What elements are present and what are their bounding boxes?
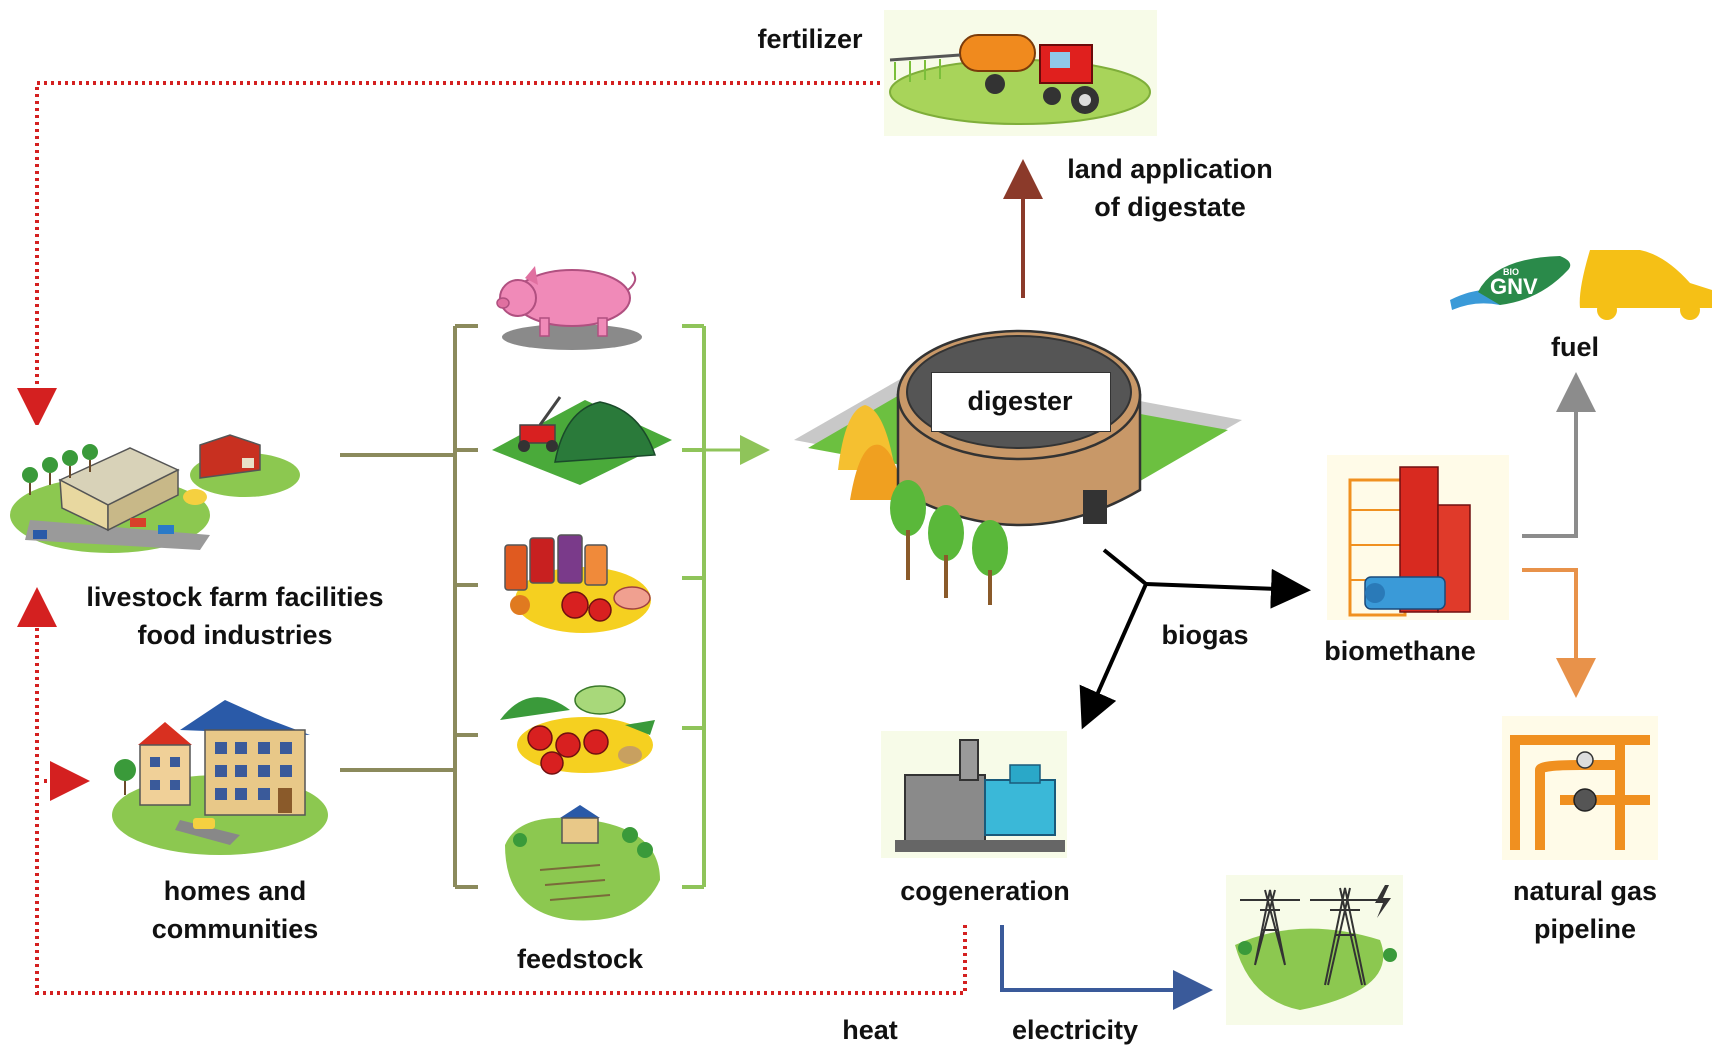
vegetables-icon [500, 685, 655, 775]
fertilizer-return-dotted-line [17, 81, 880, 428]
homes-communities-icon [110, 695, 330, 861]
land-application-line2: of digestate [1094, 192, 1246, 222]
pig-icon [496, 266, 642, 350]
feedstock-label: feedstock [516, 944, 644, 974]
natural-gas-line1: natural gas [1512, 876, 1658, 906]
biogas-label: biogas [1161, 620, 1249, 650]
livestock-line1: livestock farm facilities [86, 582, 384, 612]
fuel-label: fuel [1550, 332, 1599, 362]
biomethane-label: biomethane [1324, 636, 1476, 666]
land-application-label: land application of digestate [1050, 150, 1290, 226]
land-application-line1: land application [1067, 154, 1273, 184]
cogeneration-engine-icon [881, 731, 1067, 858]
bio-gnv-car-icon [1450, 240, 1712, 322]
electricity-label: electricity [1011, 1015, 1139, 1045]
gnv-badge-small-text: BIO [1503, 267, 1519, 277]
feedstock-right-bracket [682, 324, 706, 889]
food-waste-jars-icon [504, 534, 651, 633]
power-pylon-icon [1226, 875, 1403, 1025]
homes-line1: homes and [163, 876, 307, 906]
tractor-sprayer-icon [884, 10, 1157, 136]
electricity-arrow [1000, 925, 1213, 1010]
natural-gas-line2: pipeline [1533, 914, 1636, 944]
home-septic-icon [505, 805, 660, 921]
cogeneration-label: cogeneration [900, 876, 1070, 906]
heat-return-dotted-line [16, 587, 967, 995]
feedstock-left-bracket [453, 324, 478, 889]
gnv-badge-text: GNV [1490, 274, 1538, 299]
pipeline-arrow [1522, 568, 1596, 698]
digester-label-box [931, 372, 1111, 432]
homes-communities-label: homes and communities [115, 872, 355, 948]
biomethane-plant-icon [1327, 455, 1509, 620]
homes-line2: communities [151, 914, 319, 944]
fuel-arrow [1522, 372, 1596, 538]
livestock-line2: food industries [137, 620, 333, 650]
heat-label: heat [842, 1015, 898, 1045]
lawn-clippings-icon [488, 392, 678, 485]
fertilizer-label: fertilizer [757, 24, 863, 54]
livestock-food-industries-label: livestock farm facilities food industrie… [60, 578, 410, 654]
digester-label: digester [967, 386, 1073, 416]
livestock-farm-icon [8, 425, 304, 560]
natural-gas-pipeline-label: natural gas pipeline [1490, 872, 1680, 948]
biogas-arrows [1079, 548, 1311, 730]
gas-pipeline-icon [1502, 716, 1658, 860]
